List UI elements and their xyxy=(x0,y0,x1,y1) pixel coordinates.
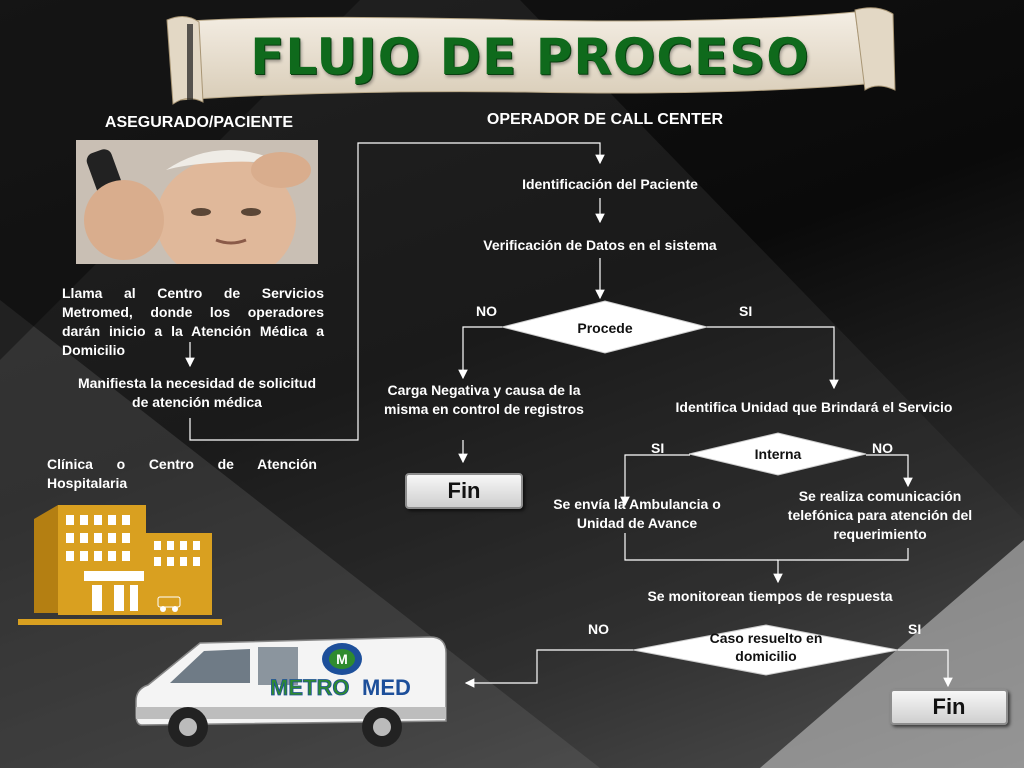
hospital-building-icon xyxy=(18,505,222,625)
decision-interna-yes: SI xyxy=(651,440,665,456)
clinic-text: Clínica o Centro de Atención Hospitalari… xyxy=(47,456,317,491)
title-banner xyxy=(166,7,896,105)
page-title: FLUJO DE PROCESO xyxy=(250,28,810,86)
decision-procede-yes: SI xyxy=(739,303,753,319)
decision-interna-label: Interna xyxy=(754,446,802,462)
svg-text:MED: MED xyxy=(362,675,411,700)
svg-text:METRO: METRO xyxy=(270,675,349,700)
end-button-right[interactable]: Fin xyxy=(890,689,1008,725)
identify-unit-step: Identifica Unidad que Brindará el Servic… xyxy=(675,399,953,415)
svg-text:M: M xyxy=(336,651,348,667)
call-center-text: Llama al Centro de Servicios Metromed, d… xyxy=(62,285,324,358)
column-header-patient: ASEGURADO/PACIENTE xyxy=(104,114,294,131)
decision-caso-resuelto-no: NO xyxy=(588,621,609,637)
patient-photo xyxy=(76,140,318,264)
send-ambulance-step: Se envía la Ambulancia o Unidad de Avanc… xyxy=(553,496,721,531)
identify-patient-step: Identificación del Paciente xyxy=(522,176,698,192)
decision-interna-no: NO xyxy=(872,440,893,456)
column-header-operator: OPERADOR DE CALL CENTER xyxy=(486,111,724,128)
decision-caso-resuelto-label: Caso resuelto en domicilio xyxy=(709,630,823,664)
decision-procede-label: Procede xyxy=(577,320,633,336)
negative-load-step: Carga Negativa y causa de la misma en co… xyxy=(384,382,584,417)
metromed-van-image: M METRO MED xyxy=(135,636,447,747)
monitor-step: Se monitorean tiempos de respuesta xyxy=(647,588,893,604)
decision-procede-no: NO xyxy=(476,303,497,319)
verify-data-step: Verificación de Datos en el sistema xyxy=(483,237,717,253)
need-text: Manifiesta la necesidad de solicitud de … xyxy=(77,375,317,410)
decision-interna xyxy=(689,432,867,476)
decision-caso-resuelto-yes: SI xyxy=(908,621,922,637)
end-button-left[interactable]: Fin xyxy=(405,473,523,509)
decision-caso-resuelto xyxy=(633,624,899,676)
decision-procede xyxy=(502,300,708,354)
phone-communication-step: Se realiza comunicación telefónica para … xyxy=(787,488,973,542)
